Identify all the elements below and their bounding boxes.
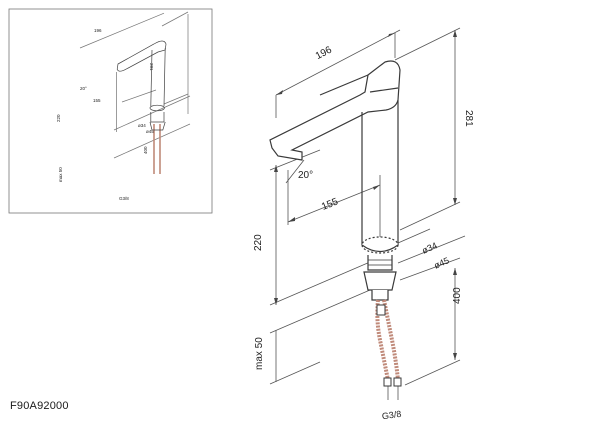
dim-max-deck: max 50 — [254, 337, 265, 370]
thumbnail-dim-34: ø34 — [138, 123, 146, 128]
thumbnail-faucet — [79, 11, 191, 175]
dim-base-outer: ø45 — [432, 255, 450, 270]
faucet-base — [361, 236, 399, 254]
thumbnail-dim-max50: max 50 — [58, 167, 63, 182]
thumbnail-dim-400: 400 — [143, 146, 148, 154]
dim-thread: G3/8 — [381, 409, 402, 422]
thumbnail-dim-155: 155 — [93, 98, 101, 103]
dim-spout-angle: 20° — [298, 170, 313, 181]
thumbnail-dim-45: ø45 — [146, 129, 154, 134]
dim-hose-length: 400 — [452, 287, 463, 304]
dim-spout-projection: 155 — [320, 196, 340, 213]
faucet-spout — [269, 60, 401, 161]
faucet-body — [269, 60, 401, 301]
thumbnail-dim-220: 220 — [56, 114, 61, 122]
thumbnail-dim-20: 20° — [80, 86, 87, 91]
hose-fittings — [376, 304, 402, 387]
faucet-column — [361, 100, 399, 245]
thumbnail-preview: 196 281 20° 155 220 ø34 ø45 400 max 50 G… — [8, 8, 213, 214]
flex-hoses — [375, 299, 400, 381]
thumbnail-dim-196: 196 — [94, 28, 102, 33]
dim-total-height: 281 — [463, 110, 474, 127]
dim-spout-height: 220 — [253, 234, 264, 251]
dim-spout-reach: 196 — [314, 44, 334, 62]
faucet-shank — [367, 255, 393, 271]
dim-base-inner: ø34 — [420, 240, 438, 255]
mounting-nut — [363, 271, 397, 291]
thumbnail-frame — [8, 8, 213, 214]
dim-line-155 — [287, 184, 381, 223]
main-drawing: 196 281 20° 155 220 ø34 ø45 400 max 50 G… — [253, 27, 474, 422]
thumbnail-dim-thread: G3/8 — [119, 196, 129, 201]
dimension-arrows — [274, 30, 457, 360]
product-code: F90A92000 — [10, 400, 69, 412]
flex-hose-left — [375, 299, 390, 381]
thumbnail-dim-281: 281 — [149, 63, 154, 71]
dim-line-196 — [275, 29, 401, 96]
